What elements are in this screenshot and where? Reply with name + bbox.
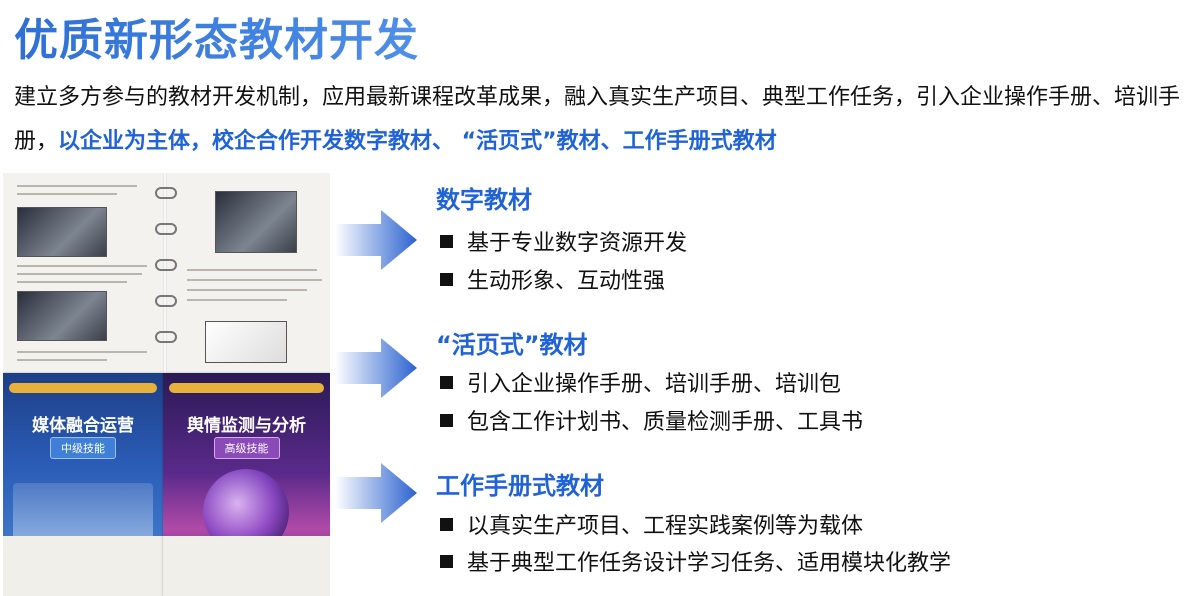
bullet-item: 引入企业操作手册、培训手册、培训包 bbox=[440, 366, 841, 398]
intro-plain-text: 建立多方参与的教材开发机制，应用最新课程改革成果，融入真实生产项目、典型工作任务… bbox=[14, 85, 1181, 154]
square-bullet-icon bbox=[440, 272, 453, 286]
section-heading-workbook: 工作手册式教材 bbox=[436, 472, 604, 500]
section-heading-digital: 数字教材 bbox=[436, 186, 532, 214]
menu-figure bbox=[205, 321, 287, 363]
right-arrow-icon bbox=[335, 463, 417, 523]
section-heading-loose-leaf: “活页式”教材 bbox=[436, 331, 588, 359]
binder-ring bbox=[155, 295, 177, 307]
textbook-photo: 媒体融合运营 中级技能 舆情监测与分析 高级技能 bbox=[3, 173, 330, 596]
bullet-item: 基于专业数字资源开发 bbox=[440, 225, 687, 257]
square-bullet-icon bbox=[440, 517, 453, 531]
square-bullet-icon bbox=[440, 234, 453, 248]
devices-illustration bbox=[13, 483, 153, 543]
binder-ring bbox=[155, 331, 177, 343]
square-bullet-icon bbox=[440, 375, 453, 389]
book-cover-title: 媒体融合运营 bbox=[32, 416, 134, 436]
intro-highlight-text: 以企业为主体，校企合作开发数字教材、 “活页式”教材、工作手册式教材 bbox=[58, 129, 777, 154]
bullet-item: 以真实生产项目、工程实践案例等为载体 bbox=[440, 508, 863, 540]
book-cover-level: 高级技能 bbox=[213, 437, 280, 459]
binder-ring bbox=[155, 259, 177, 271]
binder-ring bbox=[155, 223, 177, 235]
screenshot-figure bbox=[17, 207, 107, 257]
bullet-item: 包含工作计划书、质量检测手册、工具书 bbox=[440, 404, 863, 436]
screenshot-figure bbox=[215, 191, 297, 253]
open-book-left-page bbox=[3, 173, 163, 373]
bullet-item: 生动形象、互动性强 bbox=[440, 263, 665, 295]
binder-ring bbox=[155, 187, 177, 199]
open-book-right-page bbox=[167, 173, 330, 373]
intro-paragraph: 建立多方参与的教材开发机制，应用最新课程改革成果，融入真实生产项目、典型工作任务… bbox=[14, 76, 1189, 164]
square-bullet-icon bbox=[440, 413, 453, 427]
square-bullet-icon bbox=[440, 554, 453, 568]
screenshot-figure bbox=[17, 291, 107, 341]
book-cover-title: 舆情监测与分析 bbox=[187, 416, 306, 436]
right-arrow-icon bbox=[335, 338, 417, 398]
book-cover-media-fusion: 媒体融合运营 中级技能 bbox=[3, 373, 163, 596]
page-title: 优质新形态教材开发 bbox=[14, 4, 419, 68]
book-cover-level: 中级技能 bbox=[50, 437, 116, 459]
right-arrow-icon bbox=[335, 210, 417, 270]
book-cover-public-opinion: 舆情监测与分析 高级技能 bbox=[163, 373, 330, 596]
bullet-item: 基于典型工作任务设计学习任务、适用模块化教学 bbox=[440, 545, 951, 577]
